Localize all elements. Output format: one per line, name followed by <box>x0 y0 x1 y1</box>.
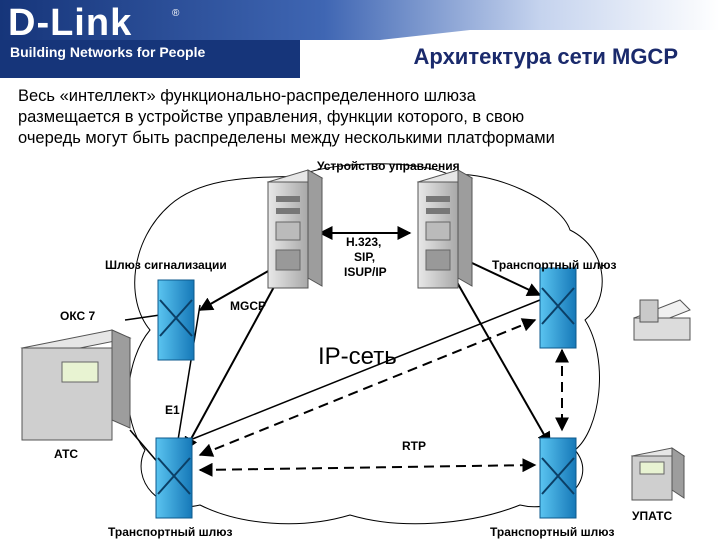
transport-gateway-top-right-icon <box>539 267 577 349</box>
e1-label: E1 <box>165 403 180 417</box>
link-line <box>189 299 541 441</box>
oks7-label: ОКС 7 <box>60 309 96 323</box>
control-server-left <box>266 169 324 289</box>
telephone-icon <box>633 299 691 341</box>
oks7-link <box>124 314 161 321</box>
description-line: размещается в устройстве управления, фун… <box>18 108 525 126</box>
control-server-right <box>416 169 474 289</box>
brand-tagline: Building Networks for People <box>10 44 206 60</box>
transport-gateway-bottom-right-icon <box>539 437 577 519</box>
header-banner <box>0 0 720 78</box>
mgcp-arrow <box>198 269 271 311</box>
description-line: Весь «интеллект» функционально-распредел… <box>18 87 476 105</box>
rtp-label: RTP <box>402 439 426 453</box>
ip-network-label: IP-сеть <box>318 343 397 370</box>
registered-mark: ® <box>172 8 180 19</box>
rtp-arrow <box>198 458 537 477</box>
protocols-label: H.323, <box>346 235 381 249</box>
e1-link <box>129 429 161 466</box>
mgcp-label: MGCP <box>230 299 266 313</box>
rtp-arrow <box>198 318 537 457</box>
upats-pbx-icon <box>630 447 686 501</box>
protocols-label: ISUP/IP <box>344 265 387 279</box>
slide-title: Архитектура сети MGCP <box>413 44 678 69</box>
transport-gateway-label: Транспортный шлюз <box>490 525 615 539</box>
signaling-gateway-label: Шлюз сигнализации <box>105 258 227 272</box>
transport-gateway-label: Транспортный шлюз <box>108 525 233 539</box>
description-line: очередь могут быть распределены между не… <box>18 129 555 147</box>
transport-gateway-bottom-left-icon <box>155 437 193 519</box>
link-line <box>177 304 201 441</box>
upats-label: УПАТС <box>632 509 672 523</box>
ats-exchange-icon <box>20 329 132 441</box>
dlink-logo: D-Link <box>8 2 133 44</box>
control-device-label: Устройство управления <box>317 159 460 173</box>
control-arrow <box>449 269 551 447</box>
transport-gateway-label: Транспортный шлюз <box>492 258 617 272</box>
ats-label: АТС <box>54 447 78 461</box>
signaling-gateway-icon <box>157 279 195 361</box>
banner-background <box>0 0 720 78</box>
slide-description: Весь «интеллект» функционально-распредел… <box>18 86 708 149</box>
protocols-label: SIP, <box>354 250 375 264</box>
